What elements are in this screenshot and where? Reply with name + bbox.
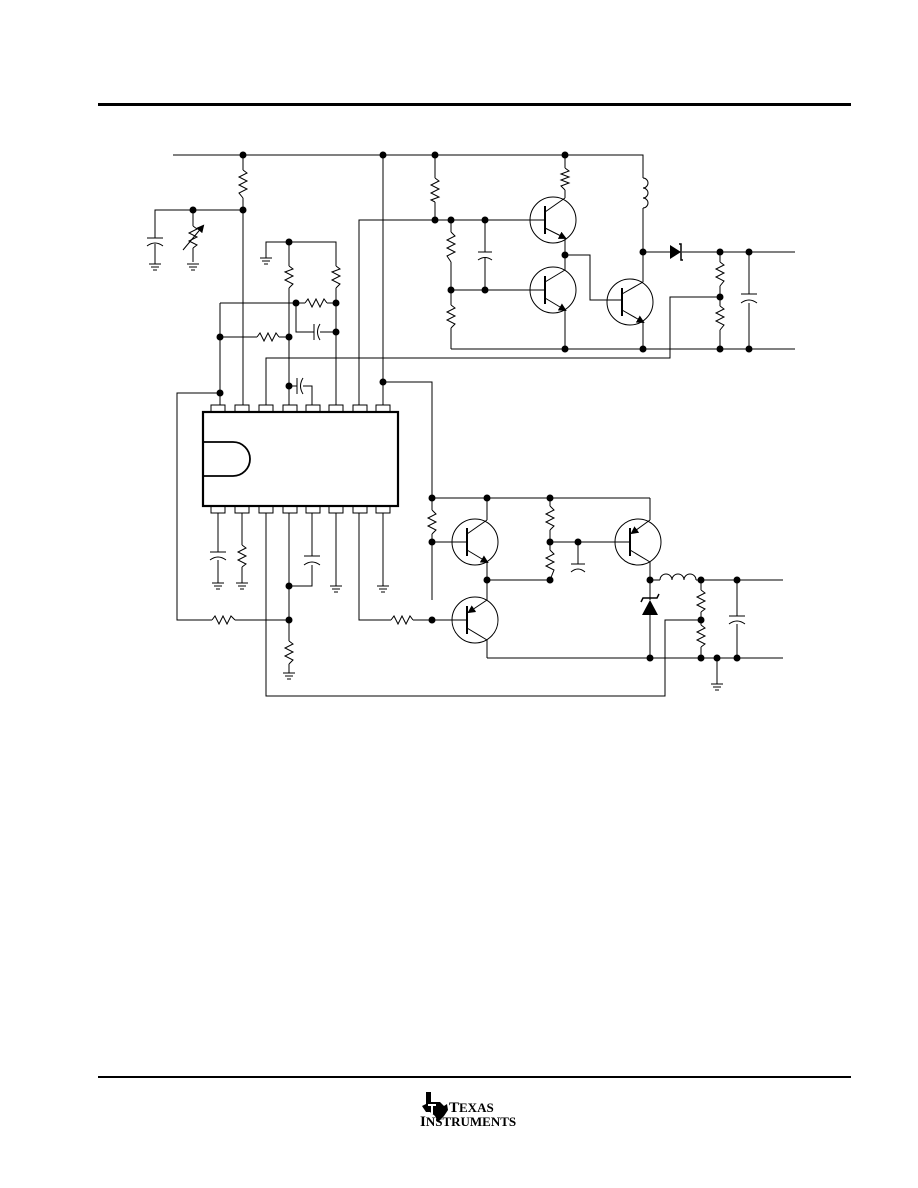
logo-line2-initial: I	[420, 1114, 426, 1130]
ic-package	[201, 404, 400, 514]
inductors	[642, 177, 697, 581]
junction-dots	[189, 151, 753, 662]
logo-text-line2: INSTRUMENTS	[420, 1114, 516, 1131]
logo-text-line1: TEXAS	[449, 1100, 494, 1117]
logo-line2-rest: NSTRUMENTS	[425, 1114, 517, 1129]
diodes	[640, 243, 683, 615]
capacitors	[146, 237, 758, 625]
grounds	[149, 242, 723, 691]
resistors	[211, 167, 726, 665]
logo-line1-rest: EXAS	[459, 1100, 494, 1115]
ti-logo: TEXAS INSTRUMENTS	[418, 1090, 530, 1132]
transistors	[451, 196, 662, 644]
potentiometer	[182, 224, 205, 262]
header-rule	[98, 103, 851, 106]
wires-compensation	[176, 241, 337, 621]
wires-top	[154, 154, 795, 405]
footer-rule	[98, 1076, 851, 1078]
wires-bottom	[217, 381, 783, 697]
logo-line1-initial: T	[449, 1100, 460, 1116]
texas-state-icon	[422, 1092, 448, 1122]
